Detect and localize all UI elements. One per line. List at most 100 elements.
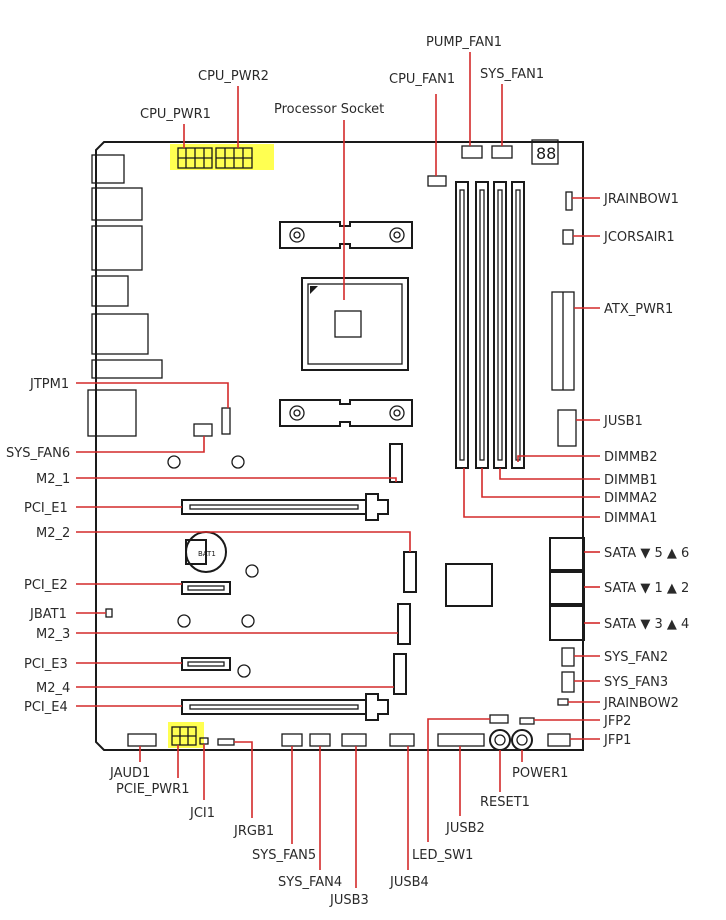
label-sys-fan2: SYS_FAN2 — [604, 650, 668, 665]
label-jusb1: JUSB1 — [603, 414, 643, 429]
pcie-pwr1-connector — [171, 726, 197, 746]
pci-e4-slot — [181, 693, 389, 721]
label-jrgb1: JRGB1 — [233, 824, 274, 839]
label-m2-1: M2_1 — [36, 472, 70, 487]
cooler-bracket-bottom — [279, 399, 413, 427]
label-sys-fan6: SYS_FAN6 — [6, 446, 70, 461]
label-jrainbow1: JRAINBOW1 — [603, 192, 679, 207]
mount-hole — [177, 614, 191, 628]
mount-hole — [241, 614, 255, 628]
label-power1: POWER1 — [512, 766, 568, 781]
label-jfp1: JFP1 — [603, 733, 631, 748]
label-jbat1: JBAT1 — [29, 607, 67, 622]
sata-3-4-port — [549, 605, 585, 641]
reset-button — [489, 729, 511, 751]
label-jfp2: JFP2 — [603, 714, 631, 729]
jusb4-header — [389, 733, 415, 747]
jfp1-header — [547, 733, 571, 747]
label-jusb3: JUSB3 — [329, 893, 369, 908]
m2-3-slot — [397, 603, 411, 645]
jrgb1-header — [217, 738, 235, 746]
label-dimma2: DIMMA2 — [604, 491, 657, 506]
label-sys-fan3: SYS_FAN3 — [604, 675, 668, 690]
label-sys-fan5: SYS_FAN5 — [252, 848, 316, 863]
pump-fan1-header — [461, 145, 483, 159]
sys-fan2-header — [561, 647, 575, 667]
label-jcorsair1: JCORSAIR1 — [603, 230, 675, 245]
jfp2-header — [519, 717, 535, 725]
mount-hole — [231, 455, 245, 469]
battery-label: BAT1 — [198, 550, 216, 558]
label-sys-fan1: SYS_FAN1 — [480, 67, 544, 82]
cpu-pwr1-connector — [177, 147, 213, 169]
label-reset1: RESET1 — [480, 795, 530, 810]
pcie-power-highlight — [168, 722, 204, 748]
processor-socket — [301, 277, 409, 371]
label-sata-1-2: SATA ▼ 1 ▲ 2 — [604, 581, 689, 596]
cooler-bracket-top — [279, 221, 413, 249]
m2-1-slot — [389, 443, 403, 483]
sys-fan3-header — [561, 671, 575, 693]
label-jusb2: JUSB2 — [445, 821, 485, 836]
jusb3-header — [341, 733, 367, 747]
board-outline — [95, 141, 584, 751]
label-sys-fan4: SYS_FAN4 — [278, 875, 342, 890]
label-sata-3-4: SATA ▼ 3 ▲ 4 — [604, 617, 689, 632]
led-sw1-switch — [489, 714, 509, 724]
power-button — [511, 729, 533, 751]
pci-e3-slot — [181, 657, 231, 671]
label-m2-4: M2_4 — [36, 681, 70, 696]
label-jusb4: JUSB4 — [389, 875, 429, 890]
label-processor-socket: Processor Socket — [274, 102, 384, 117]
label-dimmb1: DIMMB1 — [604, 473, 657, 488]
sys-fan1-header — [491, 145, 513, 159]
jcorsair1-header — [562, 229, 574, 245]
label-led-sw1: LED_SW1 — [412, 848, 473, 863]
leader-lines — [76, 52, 600, 888]
label-pci-e1: PCI_E1 — [24, 501, 68, 516]
sys-fan5-header — [281, 733, 303, 747]
label-pci-e3: PCI_E3 — [24, 657, 68, 672]
label-jci1: JCI1 — [189, 806, 215, 821]
label-jaud1: JAUD1 — [109, 766, 150, 781]
label-sata-5-6: SATA ▼ 5 ▲ 6 — [604, 546, 689, 561]
label-jrainbow2: JRAINBOW2 — [603, 696, 679, 711]
label-pci-e2: PCI_E2 — [24, 578, 68, 593]
label-pcie-pwr1: PCIE_PWR1 — [116, 782, 189, 797]
debug-led-display — [531, 139, 559, 165]
battery-cell: BAT1 — [185, 531, 227, 573]
label-dimma1: DIMMA1 — [604, 511, 657, 526]
jrainbow1-header — [565, 191, 573, 211]
jaud1-header — [127, 733, 157, 747]
label-pump-fan1: PUMP_FAN1 — [426, 35, 502, 50]
label-pci-e4: PCI_E4 — [24, 700, 68, 715]
chipset — [445, 563, 493, 607]
jusb2-header — [437, 733, 485, 747]
label-m2-2: M2_2 — [36, 526, 70, 541]
mount-hole — [245, 564, 259, 578]
pci-e1-slot — [181, 493, 389, 521]
debug-led-digits: 88 — [536, 144, 556, 163]
label-m2-3: M2_3 — [36, 627, 70, 642]
jusb1-connector — [557, 409, 577, 447]
label-jtpm1: JTPM1 — [29, 377, 69, 392]
label-dimmb2: DIMMB2 — [604, 450, 657, 465]
m2-4-slot — [393, 653, 407, 695]
sata-1-2-port — [549, 571, 585, 605]
sata-5-6-port — [549, 537, 585, 571]
label-cpu-fan1: CPU_FAN1 — [389, 72, 455, 87]
pci-e2-slot — [181, 581, 231, 595]
m2-2-slot — [403, 551, 417, 593]
cpu-fan1-header — [427, 175, 447, 187]
jtpm1-header — [221, 407, 231, 435]
dimm-slots — [455, 181, 525, 469]
label-cpu-pwr1: CPU_PWR1 — [140, 107, 211, 122]
rear-io — [87, 154, 163, 437]
jbat1-jumper — [105, 608, 113, 618]
atx-pwr1-connector — [551, 291, 575, 391]
label-atx-pwr1: ATX_PWR1 — [604, 302, 673, 317]
label-cpu-pwr2: CPU_PWR2 — [198, 69, 269, 84]
cpu-pwr2-connector — [215, 147, 253, 169]
